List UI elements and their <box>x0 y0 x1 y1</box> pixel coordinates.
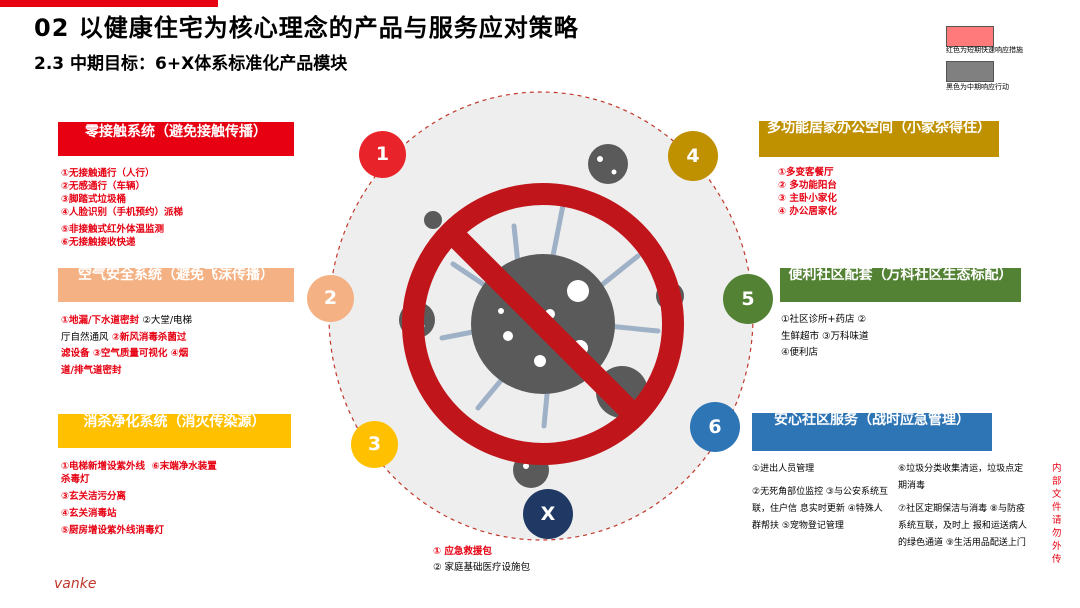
list-item: ②无感通行（车辆） <box>61 181 146 192</box>
list-item: ⑤厨房增设紫外线消毒灯 <box>61 525 165 536</box>
section-1-list: ①无接触通行（人行） ②无感通行（车辆） ③脚踏式垃圾桶 ④人脸识别（手机预约）… <box>61 167 183 249</box>
module-1-badge: 1 <box>359 131 406 178</box>
list-item: ①多变客餐厅 <box>778 167 834 178</box>
confidential-note: 内部文件 请勿外传 <box>1052 463 1062 565</box>
legend-red-label: 红色为短期快速响应措施 <box>946 46 1023 54</box>
section-6-left-text: ①进出人员管理 ②无死角部位监控 ③与公安系统互联，住户信 息实时更新 ④特殊人… <box>752 461 890 535</box>
module-4-badge: 4 <box>668 131 718 181</box>
section-2-red-1: ①地漏/下水道密封 <box>61 315 140 326</box>
section-4-list: ①多变客餐厅 ② 多功能阳台 ③ 主卧小家化 ④ 办公居家化 <box>778 166 837 218</box>
list-item: ③脚踏式垃圾桶 <box>61 194 127 205</box>
list-item: ⑥垃圾分类收集清运，垃圾点定期消毒 <box>898 464 1024 491</box>
section-4-header: 多功能居家办公空间（小家杂得住） <box>759 121 999 157</box>
list-item: ③玄关洁污分离 <box>61 491 127 502</box>
section-2-header: 空气安全系统（避免飞沫传播） <box>58 268 294 302</box>
section-1-header: 零接触系统（避免接触传播） <box>58 122 294 156</box>
list-item: ⑥无接触接收快递 <box>61 237 136 248</box>
list-item: ④玄关消毒站 <box>61 508 117 519</box>
list-item: ⑤非接触式红外体温监测 <box>61 224 165 235</box>
module-3-badge: 3 <box>351 421 398 468</box>
prohibition-slash <box>443 224 643 424</box>
module-5-badge: 5 <box>723 274 773 324</box>
section-x-list: ① 应急救援包 ② 家庭基础医疗设施包 <box>433 544 530 576</box>
prohibition-ring <box>402 183 684 465</box>
list-item: ①无接触通行（人行） <box>61 168 155 179</box>
section-2-black-1: ②大堂/电梯厅自然通风 <box>61 315 193 343</box>
section-3-header: 消杀净化系统（消灭传染源） <box>58 414 291 448</box>
legend-red-swatch <box>946 26 994 47</box>
list-item: ⑦社区定期保洁与消毒 ⑧与防疫系统互联，及时上 报和运送病人的绿色通道 ⑨生活用… <box>898 504 1027 548</box>
section-5-text: ①社区诊所+药店 ②生鲜超市 ③万科味道 ④便利店 <box>781 314 869 358</box>
section-x-black-item: ② 家庭基础医疗设施包 <box>433 562 531 573</box>
section-x-red-item: ① 应急救援包 <box>433 546 492 557</box>
list-item: ④ 办公居家化 <box>778 206 837 217</box>
section-3-item-1: ①电梯新增设紫外线 <box>61 461 146 472</box>
section-2-red-3: ③空气质量可视化 <box>92 348 168 359</box>
list-item: 杀毒灯 <box>61 474 90 485</box>
section-6-header: 安心社区服务（战时应急管理） <box>752 413 992 451</box>
section-3-list: ①电梯新增设紫外线 ⑥末端净水装置 杀毒灯 ③玄关洁污分离 ④玄关消毒站 ⑤厨房… <box>61 460 297 537</box>
legend-black-label: 黑色为中期响应行动 <box>946 83 1009 91</box>
vanke-logo: vanke <box>54 576 97 592</box>
list-item: ③ 主卧小家化 <box>778 193 837 204</box>
list-item: ①电梯新增设紫外线 ⑥末端净水装置 <box>61 460 297 473</box>
top-accent-bar <box>0 0 218 7</box>
section-6-right-text: ⑥垃圾分类收集清运，垃圾点定期消毒 ⑦社区定期保洁与消毒 ⑧与防疫系统互联，及时… <box>898 461 1028 552</box>
list-item: ①进出人员管理 <box>752 464 815 474</box>
list-item: ②无死角部位监控 ③与公安系统互联，住户信 息实时更新 ④特殊人群帮扶 ⑤宠物登… <box>752 487 888 531</box>
list-item: ④人脸识别（手机预约）派梯 <box>61 207 184 218</box>
legend-black-swatch <box>946 61 994 82</box>
page-subtitle: 2.3 中期目标：6+X体系标准化产品模块 <box>34 54 348 74</box>
section-5-header: 便利社区配套（万科社区生态标配） <box>780 268 1021 302</box>
module-6-badge: 6 <box>690 402 740 452</box>
module-x-badge: X <box>523 489 573 539</box>
section-2-red-2: ②新风消毒杀菌过滤设备 <box>61 331 187 360</box>
section-3-item-6: ⑥末端净水装置 <box>151 461 217 472</box>
page-title: 02 以健康住宅为核心理念的产品与服务应对策略 <box>34 14 579 42</box>
section-2-text: ①地漏/下水道密封 ②大堂/电梯厅自然通风 ②新风消毒杀菌过滤设备 ③空气质量可… <box>61 313 193 379</box>
virus-prohibition-illustration <box>328 91 754 541</box>
section-2-red-4: ④烟道/排气道密封 <box>61 348 189 376</box>
module-2-badge: 2 <box>307 275 354 322</box>
list-item: ② 多功能阳台 <box>778 180 837 191</box>
